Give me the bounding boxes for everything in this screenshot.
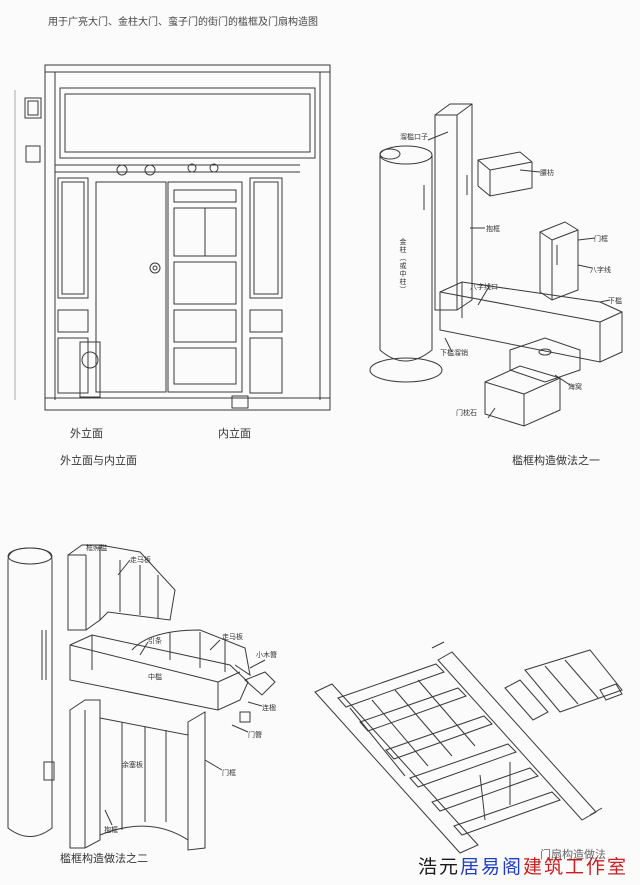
method1-caption: 槛框构造做法之一 <box>512 454 600 467</box>
m2-label-k: 抱框 <box>104 826 118 834</box>
m1-label-e: 门框 <box>594 235 608 243</box>
m2-label-e: 小木簪 <box>256 651 277 659</box>
elevation-caption: 外立面与内立面 <box>60 454 137 467</box>
m2-label-j: 门框 <box>222 769 236 777</box>
m1-label-d: 金柱（或中柱） <box>399 238 407 294</box>
elevation-label-inner: 内立面 <box>218 427 251 440</box>
elevation-drawing <box>14 64 331 411</box>
m1-label-i: 下槛溜销 <box>440 349 468 357</box>
elevation-label-outer: 外立面 <box>70 427 103 440</box>
method2-caption: 槛框构造做法之二 <box>60 852 148 865</box>
m1-label-g: 八字线 <box>590 266 611 274</box>
watermark-part-2: 居易阁 <box>459 856 523 878</box>
m2-label-a: 框照槛 <box>86 544 107 552</box>
m1-label-a: 溜槛口子 <box>400 133 428 141</box>
m1-label-h: 下槛 <box>608 297 622 305</box>
m1-label-b: 腰枋 <box>540 169 554 177</box>
method1-drawing <box>369 103 623 427</box>
watermark-part-3: 建筑工作室 <box>522 856 628 878</box>
method2-drawing <box>7 544 276 851</box>
m2-label-h: 门簪 <box>248 731 262 739</box>
page-title: 用于广亮大门、金柱大门、蛮子门的街门的槛框及门扇构造图 <box>48 17 318 28</box>
m1-label-j: 海窝 <box>568 383 582 391</box>
m2-label-d: 走马板 <box>222 633 243 641</box>
watermark: 浩元居易阁建筑工作室 <box>418 852 628 879</box>
door-caption: 门扇构造做法 <box>540 848 606 861</box>
m1-label-k: 门枕石 <box>456 409 477 417</box>
m2-label-b: 走马板 <box>130 556 151 564</box>
m2-label-g: 连楹 <box>262 704 276 712</box>
m2-label-f: 中槛 <box>148 673 162 681</box>
m1-label-c: 抱框 <box>486 225 500 233</box>
door-leaf-drawing <box>314 641 623 854</box>
m2-label-c: 引条 <box>148 637 162 645</box>
m1-label-f: 八字线口 <box>470 283 498 291</box>
watermark-part-1: 浩元 <box>417 856 460 878</box>
m2-label-i: 余塞板 <box>122 761 143 769</box>
